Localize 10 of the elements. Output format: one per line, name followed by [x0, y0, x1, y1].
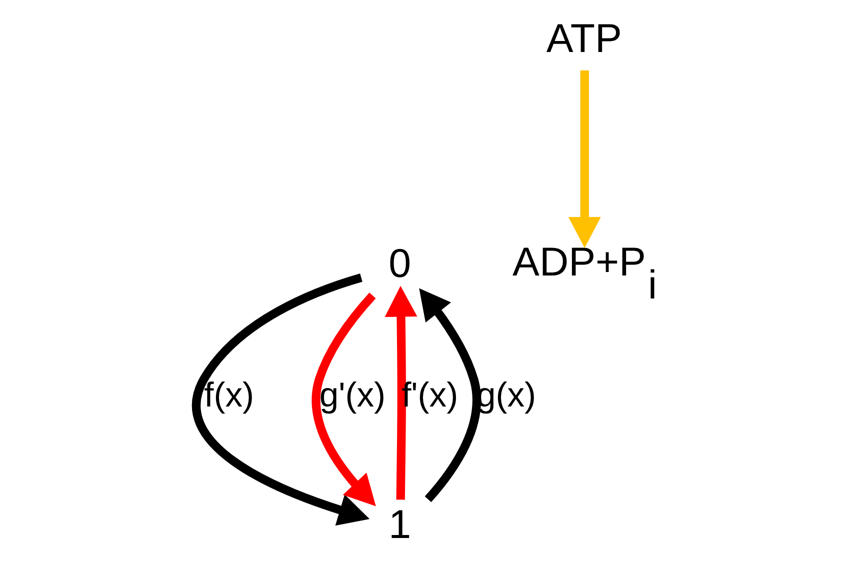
arrow	[192, 274, 370, 526]
edge-label: f(x)	[204, 376, 254, 414]
arrow	[419, 288, 482, 502]
node-text: 0	[388, 240, 412, 286]
node-text: 1	[388, 500, 412, 547]
arrow	[312, 292, 376, 506]
arrow	[384, 286, 418, 500]
node-text: ATP	[546, 15, 622, 62]
arrow	[568, 70, 601, 248]
edge-label: g'(x)	[319, 376, 386, 414]
